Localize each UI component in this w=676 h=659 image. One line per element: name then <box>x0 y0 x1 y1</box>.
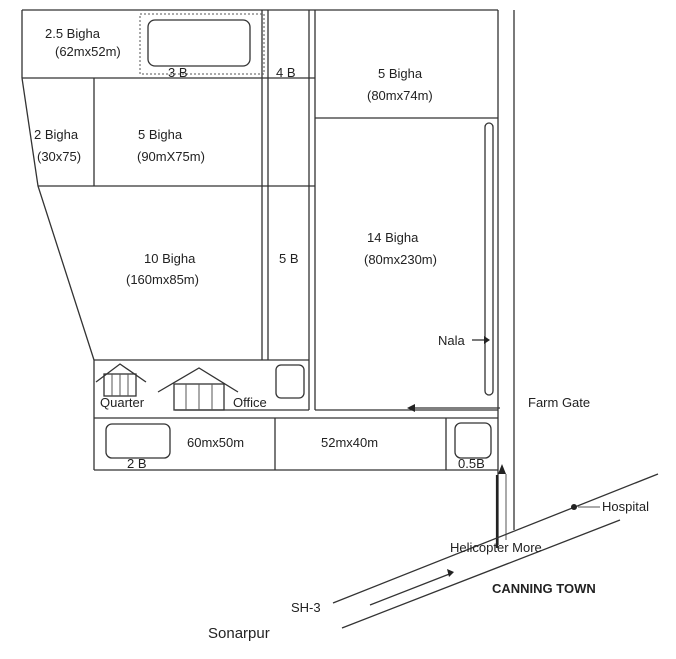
office-building-icon <box>157 367 239 411</box>
sh3-highway <box>332 473 659 629</box>
pond-05b <box>454 422 492 459</box>
plot-k-area: 52mx40m <box>321 435 378 450</box>
pond-2b <box>105 423 171 459</box>
plot-e-dims: (30x75) <box>37 149 81 164</box>
sonarpur-label: Sonarpur <box>208 625 270 642</box>
nala-label: Nala <box>438 333 466 348</box>
plot-b-area: 3 B <box>168 65 188 80</box>
farm-gate-entrance-road <box>495 464 507 548</box>
nala-canal <box>484 122 494 396</box>
plot-l-area: 2 B <box>127 456 147 471</box>
internal-road-arrow <box>407 404 500 412</box>
plot-a-dims: (62mx52m) <box>55 44 121 59</box>
pond-office <box>275 364 305 399</box>
plot-a-area: 2.5 Bigha <box>45 26 101 41</box>
plot-boundaries <box>21 9 515 545</box>
plot-i-dims: (80mx230m) <box>364 252 437 267</box>
plot-d-dims: (80mx74m) <box>367 88 433 103</box>
hospital-label: Hospital <box>602 499 649 514</box>
plot-c-area: 4 B <box>276 65 296 80</box>
plot-h-area: 5 B <box>279 251 299 266</box>
canning-town-label: CANNING TOWN <box>492 581 596 596</box>
helicopter-more-label: Helicopter More <box>450 540 542 555</box>
plot-j-area: 60mx50m <box>187 435 244 450</box>
plot-m-area: 0.5B <box>458 456 485 471</box>
plot-e-area: 2 Bigha <box>34 127 79 142</box>
plot-i-area: 14 Bigha <box>367 230 419 245</box>
hospital-marker-icon <box>571 504 577 510</box>
office-label: Office <box>233 395 267 410</box>
plot-g-dims: (160mx85m) <box>126 272 199 287</box>
plot-f-dims: (90mX75m) <box>137 149 205 164</box>
plot-f-area: 5 Bigha <box>138 127 183 142</box>
nala-arrow <box>472 336 490 344</box>
sh3-label: SH-3 <box>291 600 321 615</box>
pond-3b <box>147 19 251 67</box>
ponds <box>105 13 492 459</box>
plot-g-area: 10 Bigha <box>144 251 196 266</box>
plot-d-area: 5 Bigha <box>378 66 423 81</box>
quarter-building-icon <box>95 363 147 397</box>
farm-gate-label: Farm Gate <box>528 395 590 410</box>
quarter-label: Quarter <box>100 395 145 410</box>
